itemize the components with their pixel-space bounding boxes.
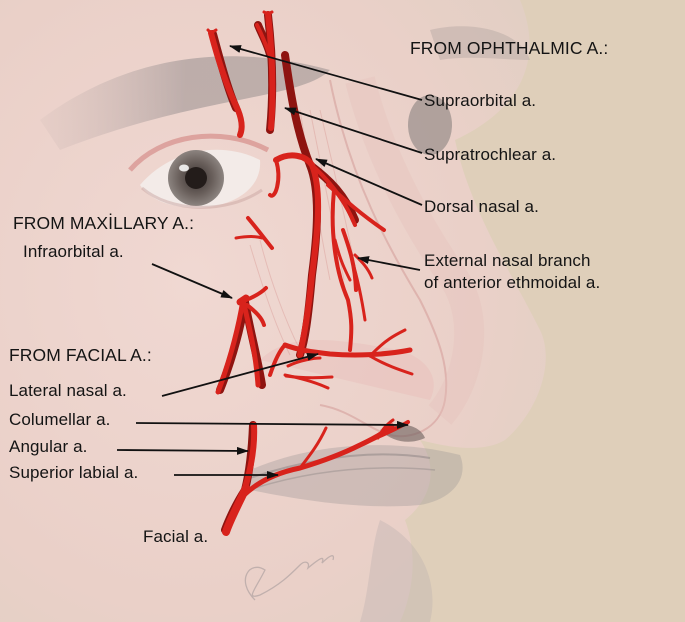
external-nasal-branch [341, 228, 358, 292]
label-dorsal-nasal: Dorsal nasal a. [424, 197, 539, 216]
arrow-lateral-nasal [161, 352, 319, 397]
supratrochlear-artery [265, 11, 276, 131]
label-angular: Angular a. [9, 437, 88, 456]
arrow-angular [116, 446, 249, 455]
label-external-nasal-line2: of anterior ethmoidal a. [424, 273, 601, 292]
arrow-dorsal-nasal [315, 158, 423, 206]
label-superior-labial: Superior labial a. [9, 463, 139, 482]
label-infraorbital: Infraorbital a. [23, 242, 124, 261]
arrow-supraorbital [229, 45, 423, 101]
label-facial: Facial a. [143, 527, 209, 546]
arrow-columellar [135, 420, 409, 429]
columellar-artery [376, 418, 395, 440]
label-supraorbital: Supraorbital a. [424, 91, 537, 110]
arrow-supratrochlear [284, 107, 423, 154]
angular-artery [242, 422, 258, 491]
label-supratrochlear: Supratrochlear a. [424, 145, 557, 164]
infraorbital-artery [246, 216, 274, 250]
header-ophthalmic: FROM OPHTHALMIC A.: [410, 38, 609, 58]
label-lateral-nasal: Lateral nasal a. [9, 381, 127, 400]
arrow-infraorbital [151, 263, 233, 299]
arteries [206, 10, 414, 536]
header-facial: FROM FACIAL A.: [9, 345, 152, 365]
artist-signature [244, 555, 335, 601]
leader-arrows [116, 45, 423, 479]
label-external-nasal-line1: External nasal branch [424, 251, 591, 270]
header-maxillary: FROM MAXİLLARY A.: [13, 213, 195, 233]
lateral-nasal-artery [282, 342, 413, 358]
arrow-external-nasal [357, 256, 421, 271]
dorsal-nasal-artery [273, 152, 322, 358]
supraorbital-artery [208, 30, 245, 138]
label-columellar: Columellar a. [9, 410, 111, 429]
